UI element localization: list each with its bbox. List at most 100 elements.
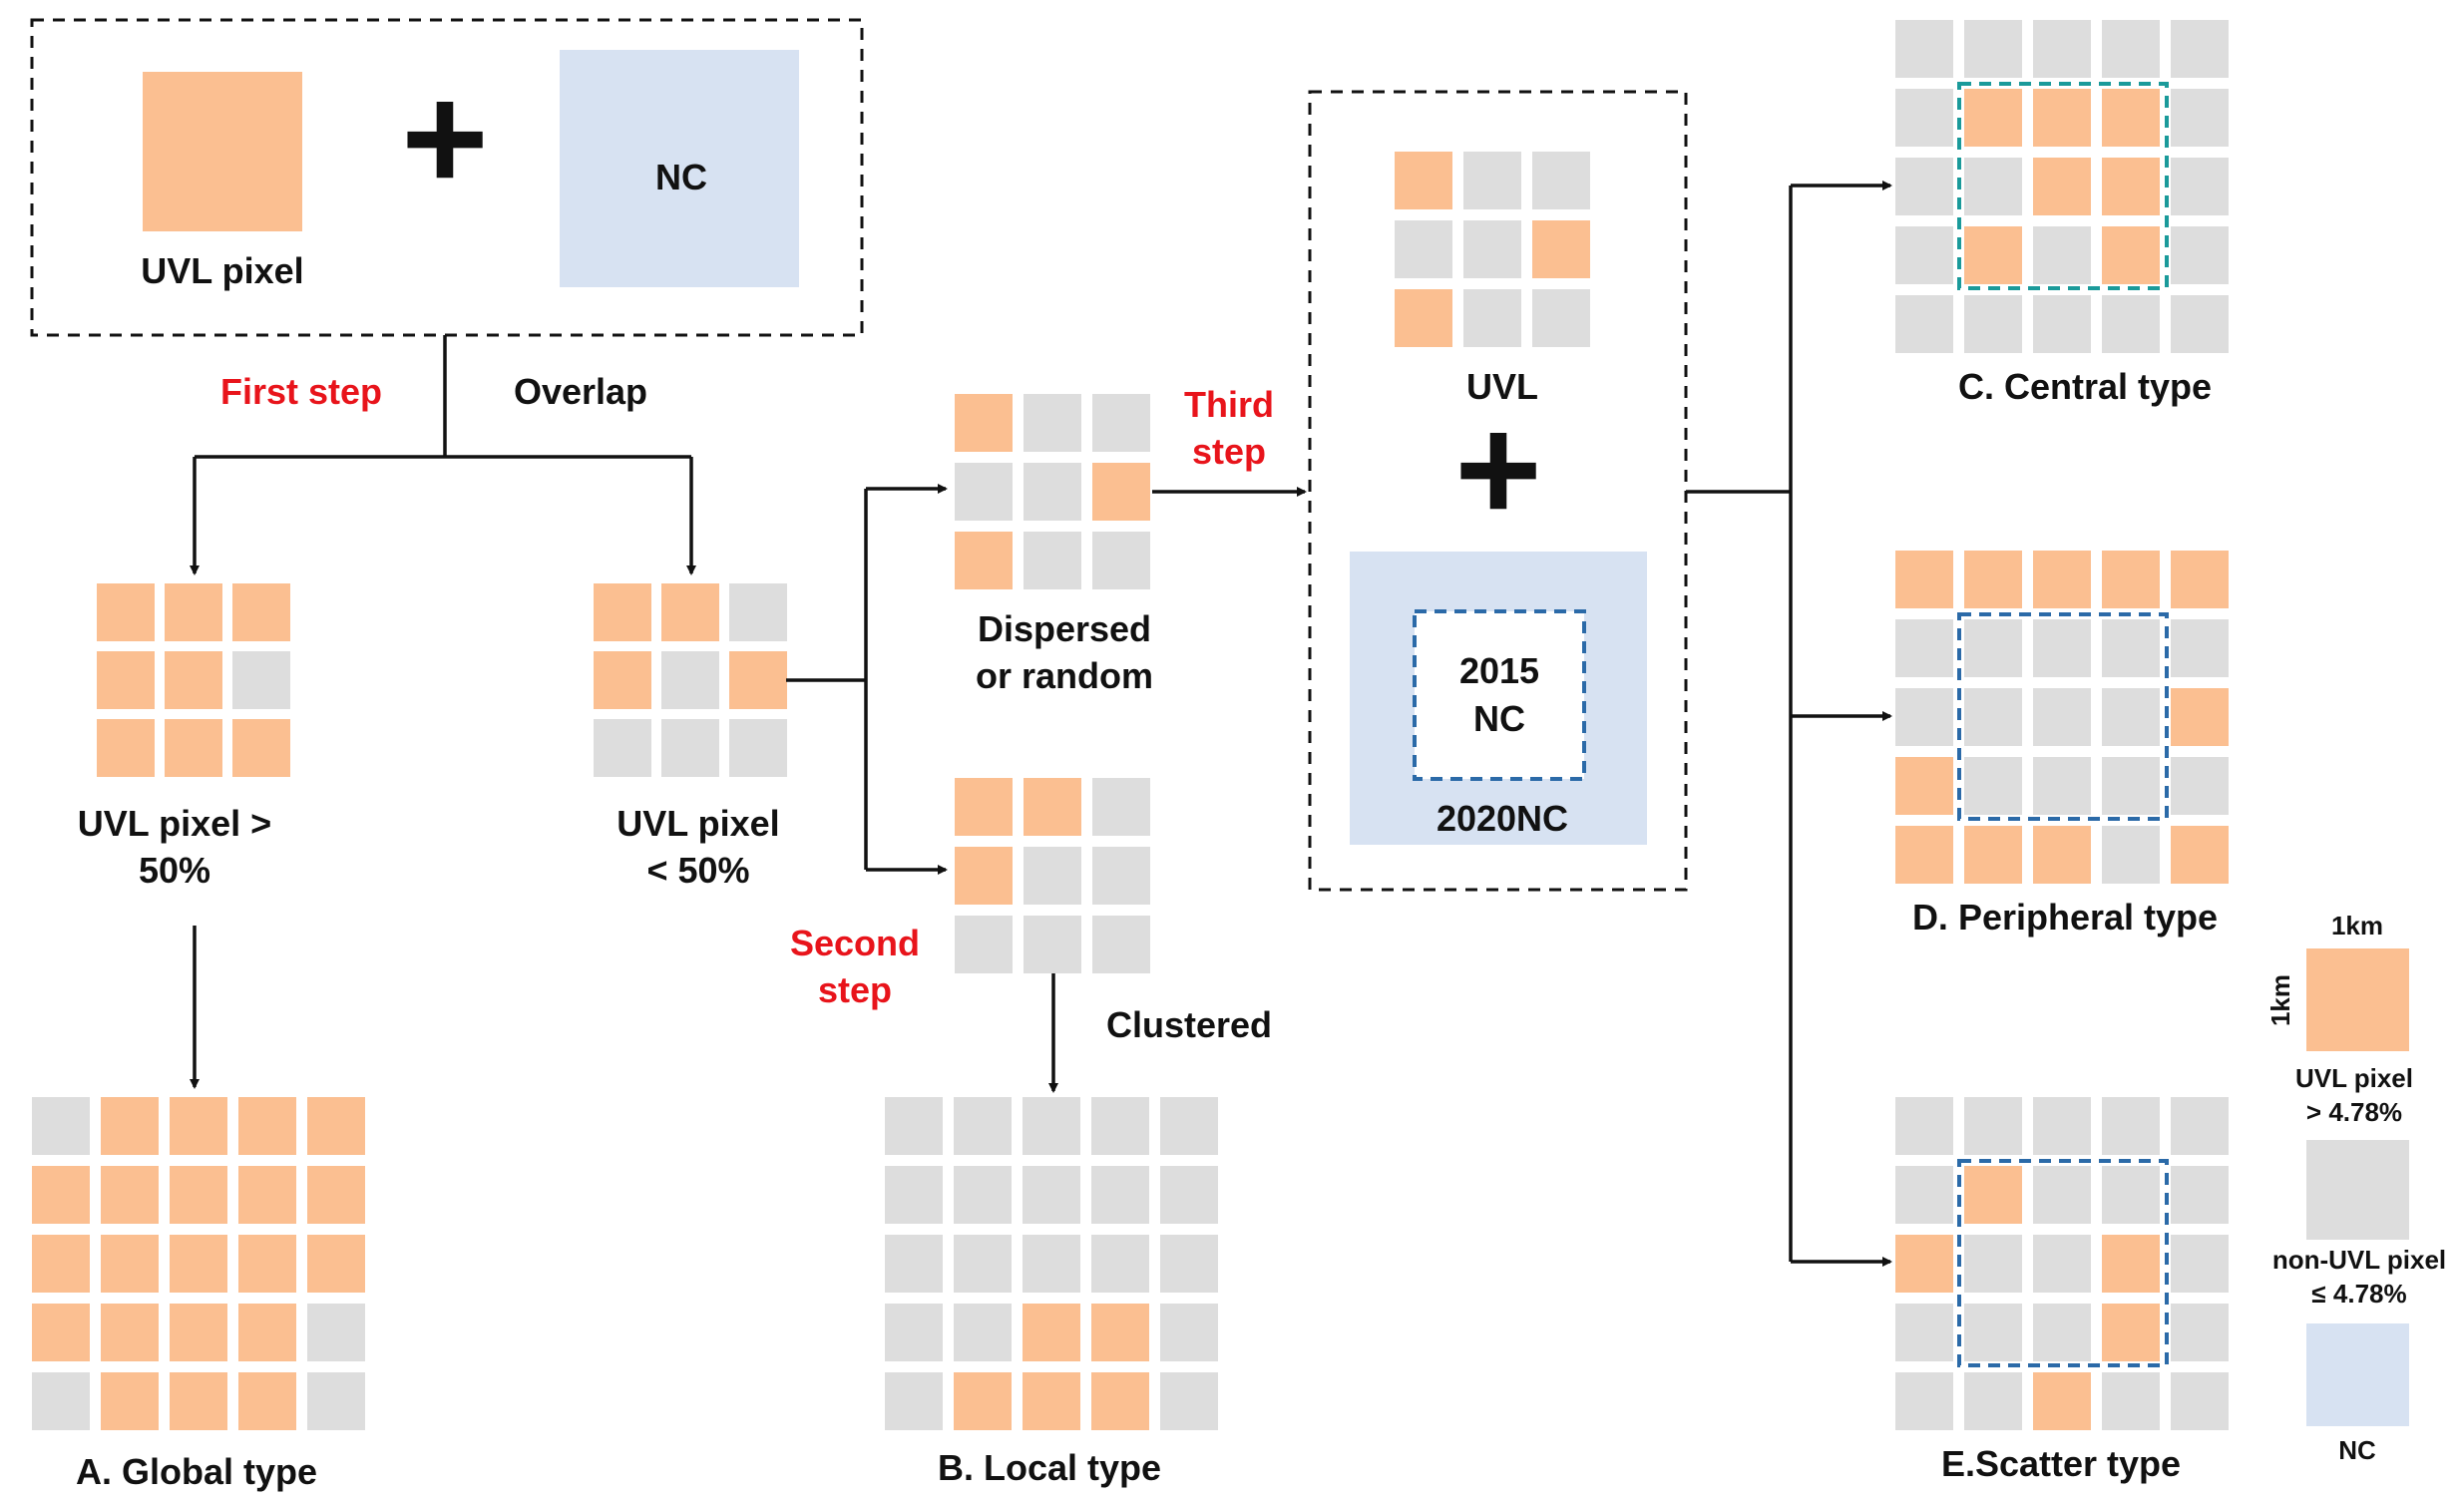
type-a-label: A. Global type — [76, 1451, 317, 1492]
non-uvl-pixel-cell — [1895, 1166, 1953, 1224]
non-uvl-pixel-cell — [955, 463, 1013, 521]
non-uvl-pixel-cell — [1023, 1097, 1080, 1155]
non-uvl-pixel-cell — [885, 1097, 943, 1155]
legend: 1km 1km UVL pixel > 4.78% non-UVL pixel … — [2265, 911, 2446, 1465]
non-uvl-pixel-cell — [885, 1166, 943, 1224]
non-uvl-pixel-cell — [2033, 757, 2091, 815]
uvl-pixel-cell — [2102, 551, 2160, 608]
grid-lt50 — [594, 583, 787, 777]
uvl-pixel-cell — [97, 651, 155, 709]
non-uvl-pixel-cell — [2033, 619, 2091, 677]
uvl-pixel-cell — [32, 1166, 90, 1224]
uvl-pixel-cell — [307, 1235, 365, 1293]
non-uvl-pixel-cell — [2171, 1304, 2229, 1361]
uvl-pixel-cell — [170, 1372, 227, 1430]
plus-sign: + — [401, 54, 489, 221]
uvl-pixel-cell — [1895, 757, 1953, 815]
legend-km-top: 1km — [2331, 911, 2383, 940]
non-uvl-pixel-cell — [2033, 1304, 2091, 1361]
non-uvl-pixel-cell — [32, 1372, 90, 1430]
uvl-pixel-cell — [661, 583, 719, 641]
third-step-label-line2: step — [1192, 431, 1266, 472]
non-uvl-pixel-cell — [1964, 1097, 2022, 1155]
uvl-pixel-cell — [1024, 778, 1081, 836]
non-uvl-pixel-cell — [1895, 20, 1953, 78]
non-uvl-pixel-cell — [1091, 1097, 1149, 1155]
non-uvl-pixel-cell — [885, 1235, 943, 1293]
non-uvl-pixel-cell — [2171, 1372, 2229, 1430]
non-uvl-pixel-cell — [2171, 295, 2229, 353]
non-uvl-pixel-cell — [1964, 1304, 2022, 1361]
uvl-pixel-cell — [2102, 89, 2160, 147]
non-uvl-pixel-cell — [1091, 1235, 1149, 1293]
grid-gt50 — [97, 583, 290, 777]
uvl-pixel-cell — [307, 1097, 365, 1155]
overlap-label: Overlap — [514, 371, 647, 412]
non-uvl-pixel-cell — [1964, 20, 2022, 78]
non-uvl-pixel-cell — [2171, 20, 2229, 78]
clustered-label: Clustered — [1106, 1004, 1272, 1045]
non-uvl-pixel-cell — [1092, 847, 1150, 905]
uvl-pixel-cell — [594, 583, 651, 641]
non-uvl-pixel-cell — [594, 719, 651, 777]
nc2015-box — [1413, 609, 1586, 781]
non-uvl-pixel-cell — [661, 651, 719, 709]
uvl-pixel-cell — [729, 651, 787, 709]
non-uvl-pixel-cell — [954, 1166, 1012, 1224]
legend-nc-label: NC — [2338, 1435, 2376, 1465]
non-uvl-pixel-cell — [1024, 916, 1081, 973]
nc2020-label: 2020NC — [1437, 798, 1568, 839]
non-uvl-pixel-cell — [1463, 152, 1521, 209]
dispersed-label-line1: Dispersed — [978, 608, 1151, 649]
uvl-pixel-cell — [1091, 1304, 1149, 1361]
non-uvl-pixel-cell — [32, 1097, 90, 1155]
uvl-pixel-cell — [2102, 226, 2160, 284]
non-uvl-pixel-cell — [2033, 226, 2091, 284]
uvl-pixel-cell — [1532, 220, 1590, 278]
uvl-pixel-cell — [1023, 1372, 1080, 1430]
uvl-pixel-cell — [2102, 158, 2160, 215]
non-uvl-pixel-cell — [232, 651, 290, 709]
non-uvl-pixel-cell — [1895, 1304, 1953, 1361]
uvl-pixel-cell — [1895, 551, 1953, 608]
non-uvl-pixel-cell — [1964, 295, 2022, 353]
non-uvl-pixel-cell — [2102, 688, 2160, 746]
uvl-pixel-cell — [2033, 89, 2091, 147]
uvl-pixel-cell — [232, 583, 290, 641]
second-step-label-line2: step — [818, 969, 892, 1010]
non-uvl-pixel-cell — [1092, 394, 1150, 452]
non-uvl-pixel-cell — [1092, 916, 1150, 973]
non-uvl-pixel-cell — [2033, 1235, 2091, 1293]
legend-non-uvl-line2: ≤ 4.78% — [2311, 1279, 2406, 1309]
type-e-label: E.Scatter type — [1941, 1443, 2181, 1484]
uvl-pixel-cell — [2102, 1304, 2160, 1361]
non-uvl-pixel-cell — [2033, 20, 2091, 78]
non-uvl-pixel-cell — [885, 1304, 943, 1361]
uvl-pixel-cell — [1895, 826, 1953, 884]
non-uvl-pixel-cell — [1092, 532, 1150, 589]
non-uvl-pixel-cell — [1160, 1166, 1218, 1224]
uvl-pixel-cell — [165, 651, 222, 709]
uvl-pixel-cell — [1964, 226, 2022, 284]
non-uvl-pixel-cell — [2102, 619, 2160, 677]
legend-non-uvl-swatch — [2306, 1140, 2409, 1240]
non-uvl-pixel-cell — [1895, 158, 1953, 215]
non-uvl-pixel-cell — [1463, 220, 1521, 278]
uvl-pixel-cell — [307, 1166, 365, 1224]
non-uvl-pixel-cell — [1092, 778, 1150, 836]
non-uvl-pixel-cell — [2102, 20, 2160, 78]
non-uvl-pixel-cell — [2171, 1097, 2229, 1155]
non-uvl-pixel-cell — [954, 1097, 1012, 1155]
non-uvl-pixel-cell — [1160, 1372, 1218, 1430]
uvl-pixel-cell — [101, 1097, 159, 1155]
non-uvl-pixel-cell — [1160, 1097, 1218, 1155]
uvl-pixel-cell — [2171, 551, 2229, 608]
non-uvl-pixel-cell — [1023, 1166, 1080, 1224]
non-uvl-pixel-cell — [729, 719, 787, 777]
uvl-pixel-cell — [101, 1166, 159, 1224]
grid-global — [32, 1097, 365, 1430]
uvl-pixel-cell — [1895, 1235, 1953, 1293]
uvl-pixel-cell — [1091, 1372, 1149, 1430]
uvl-pixel-cell — [165, 583, 222, 641]
